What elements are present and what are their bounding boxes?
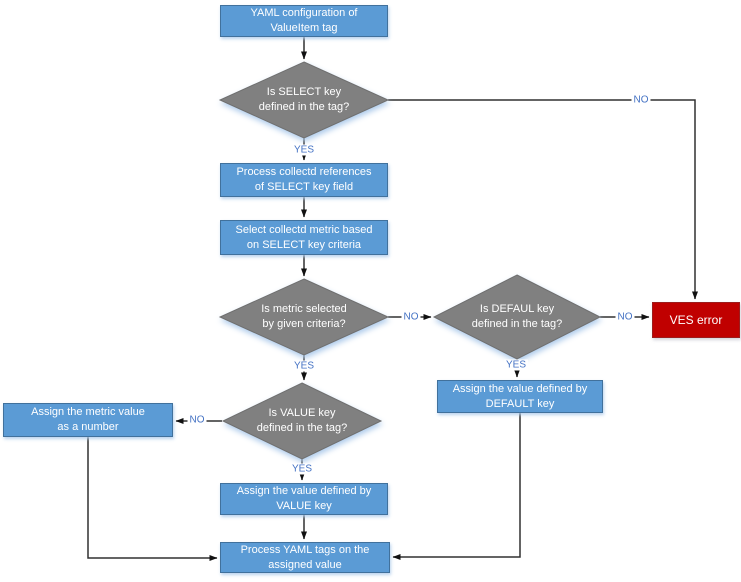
edge-assignmetric-processyaml [87, 437, 218, 561]
node-ves-error: VES error [652, 302, 740, 338]
decision-metric-selected-shape [218, 278, 390, 356]
node-process-yaml: Process YAML tags on the assigned value [220, 542, 390, 573]
decision-default-key-label: Is DEFAUL key defined in the tag? [471, 303, 563, 330]
decision-shapes [218, 61, 602, 460]
decision-select-key-shape [218, 61, 390, 139]
edge-label-yes-selectkey: YES [291, 144, 317, 156]
edge-label-yes-defaultkey: YES [503, 359, 529, 371]
edge-label-yes-metricselected: YES [291, 360, 317, 372]
edge-label-no-metricselected: NO [401, 311, 421, 323]
edge-label-no-defaultkey: NO [615, 311, 635, 323]
decision-value-key-label: Is VALUE key defined in the tag? [256, 407, 348, 434]
decision-select-key-label: Is SELECT key defined in the tag? [258, 86, 350, 113]
node-select-metric: Select collectd metric based on SELECT k… [220, 220, 388, 255]
connectors [87, 37, 698, 561]
edge-label-yes-valuekey: YES [289, 463, 315, 475]
decision-default-key-shape [432, 274, 602, 360]
decision-metric-selected-label: Is metric selected by given criteria? [261, 303, 347, 330]
node-assign-metric: Assign the metric value as a number [3, 403, 173, 437]
decision-value-key-shape [221, 382, 383, 460]
node-process-refs: Process collectd references of SELECT ke… [220, 163, 388, 197]
node-assign-default: Assign the value defined by DEFAULT key [437, 380, 603, 413]
node-start: YAML configuration of ValueItem tag [220, 5, 388, 37]
edge-label-no-valuekey: NO [187, 414, 207, 426]
edge-selectkey-veserror [388, 99, 698, 300]
edge-label-no-selectkey: NO [631, 94, 651, 106]
node-assign-value: Assign the value defined by VALUE key [220, 483, 388, 515]
edge-assigndefault-processyaml [392, 413, 521, 560]
